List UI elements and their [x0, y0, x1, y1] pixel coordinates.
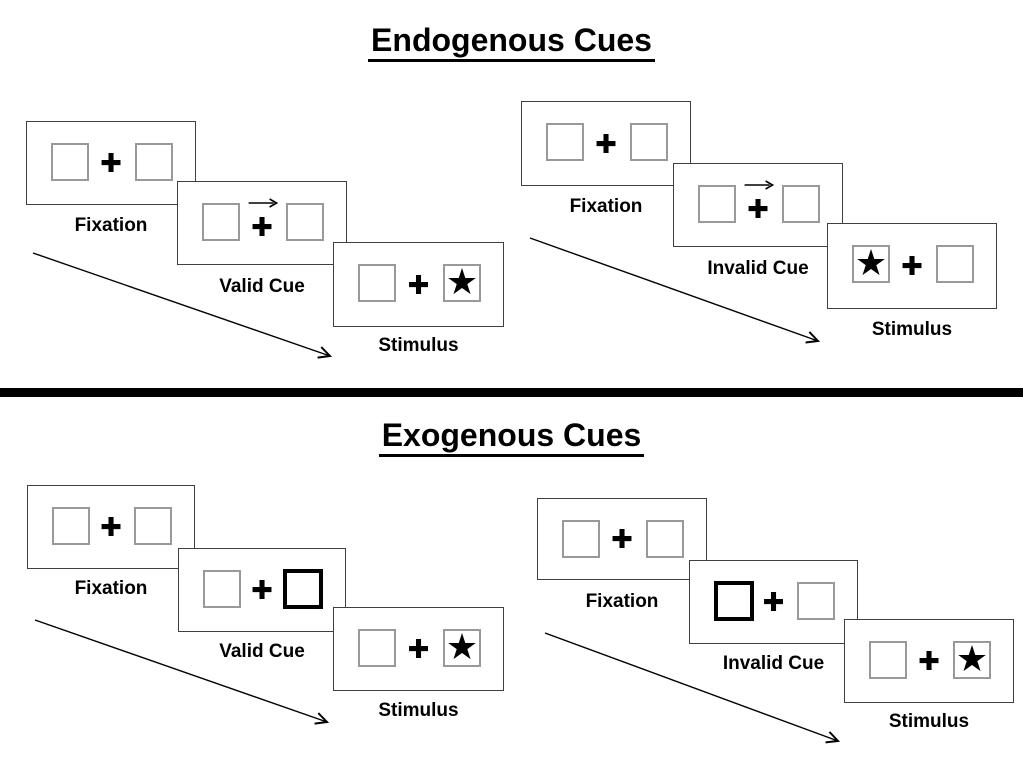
right-stimulus-box: ★: [443, 260, 481, 302]
fixation-screen: ✚: [26, 121, 196, 205]
left-placeholder-box: [698, 185, 736, 223]
right-placeholder-box: [782, 185, 820, 223]
stimulus-screen: ★ ✚: [827, 223, 997, 309]
star-stimulus-icon: ★: [955, 637, 989, 679]
stimulus-screen: ✚ ★: [844, 619, 1014, 703]
frame-label: Stimulus: [888, 711, 970, 732]
star-stimulus-icon: ★: [445, 625, 479, 667]
fixation-cross-icon: ✚: [407, 634, 430, 664]
left-placeholder-box: [52, 507, 90, 545]
fixation-cross-icon: ✚: [407, 269, 430, 300]
exogenous-section-title: Exogenous Cues: [0, 417, 1023, 457]
frame-label: Fixation: [585, 591, 659, 612]
timeline-arrow-endogenous-invalid: [529, 237, 821, 344]
right-placeholder-box: [134, 507, 172, 545]
left-placeholder-box: [562, 520, 600, 558]
right-placeholder-box: [936, 245, 974, 283]
fixation-cross-icon: ✚: [100, 148, 122, 178]
section-divider: [0, 388, 1023, 397]
fixation-cross-icon: ✚: [100, 512, 122, 542]
fixation-screen: ✚: [537, 498, 707, 580]
fixation-cross-icon: ✚: [251, 212, 273, 243]
fixation-cross-icon: ✚: [595, 128, 617, 159]
frame-label: Stimulus: [378, 335, 459, 356]
fixation-cross-icon: ✚: [611, 524, 633, 554]
frame-label: Stimulus: [378, 700, 459, 721]
frame-label: Fixation: [569, 196, 643, 217]
cue-arrow-right-icon: [744, 180, 775, 190]
fixation-cross-icon: ✚: [747, 194, 769, 225]
timeline-arrow-exogenous-invalid: [544, 632, 841, 744]
frame-label: Invalid Cue: [722, 653, 825, 674]
frame-label: Stimulus: [871, 319, 953, 340]
timeline-arrow-exogenous-valid: [34, 619, 330, 725]
right-stimulus-box: ★: [443, 625, 481, 667]
fixation-cross-icon: ✚: [918, 646, 940, 676]
fixation-cross-icon: ✚: [901, 251, 923, 281]
valid-cue-screen: ✚: [177, 181, 347, 265]
right-placeholder-box: [630, 123, 668, 161]
left-stimulus-box: ★: [852, 241, 890, 283]
right-placeholder-box: [797, 582, 835, 620]
frame-label: Fixation: [74, 578, 148, 599]
left-placeholder-box: [358, 629, 396, 667]
left-placeholder-box: [358, 264, 396, 302]
right-placeholder-box: [646, 520, 684, 558]
invalid-cue-screen: ✚: [689, 560, 858, 644]
star-stimulus-icon: ★: [445, 260, 479, 302]
star-stimulus-icon: ★: [854, 241, 888, 283]
fixation-screen: ✚: [27, 485, 195, 569]
timeline-arrow-endogenous-valid: [32, 252, 333, 359]
stimulus-screen: ✚ ★: [333, 242, 504, 327]
left-placeholder-box: [869, 641, 907, 679]
right-placeholder-box: [286, 203, 324, 241]
left-placeholder-box: [546, 123, 584, 161]
right-cue-highlight-box: [283, 569, 323, 609]
fixation-screen: ✚: [521, 101, 691, 186]
fixation-cross-icon: ✚: [762, 587, 785, 617]
left-cue-highlight-box: [714, 581, 754, 621]
valid-cue-screen: ✚: [178, 548, 346, 632]
right-placeholder-box: [135, 143, 173, 181]
endogenous-section-title: Endogenous Cues: [0, 22, 1023, 62]
frame-label: Fixation: [74, 215, 148, 236]
frame-label: Valid Cue: [219, 276, 305, 297]
invalid-cue-screen: ✚: [673, 163, 843, 247]
frame-label: Invalid Cue: [707, 258, 809, 279]
cue-arrow-right-icon: [248, 198, 279, 208]
fixation-cross-icon: ✚: [251, 575, 273, 605]
stimulus-screen: ✚ ★: [333, 607, 504, 691]
left-placeholder-box: [203, 570, 241, 608]
frame-label: Valid Cue: [219, 641, 305, 662]
left-placeholder-box: [51, 143, 89, 181]
left-placeholder-box: [202, 203, 240, 241]
right-stimulus-box: ★: [953, 637, 991, 679]
